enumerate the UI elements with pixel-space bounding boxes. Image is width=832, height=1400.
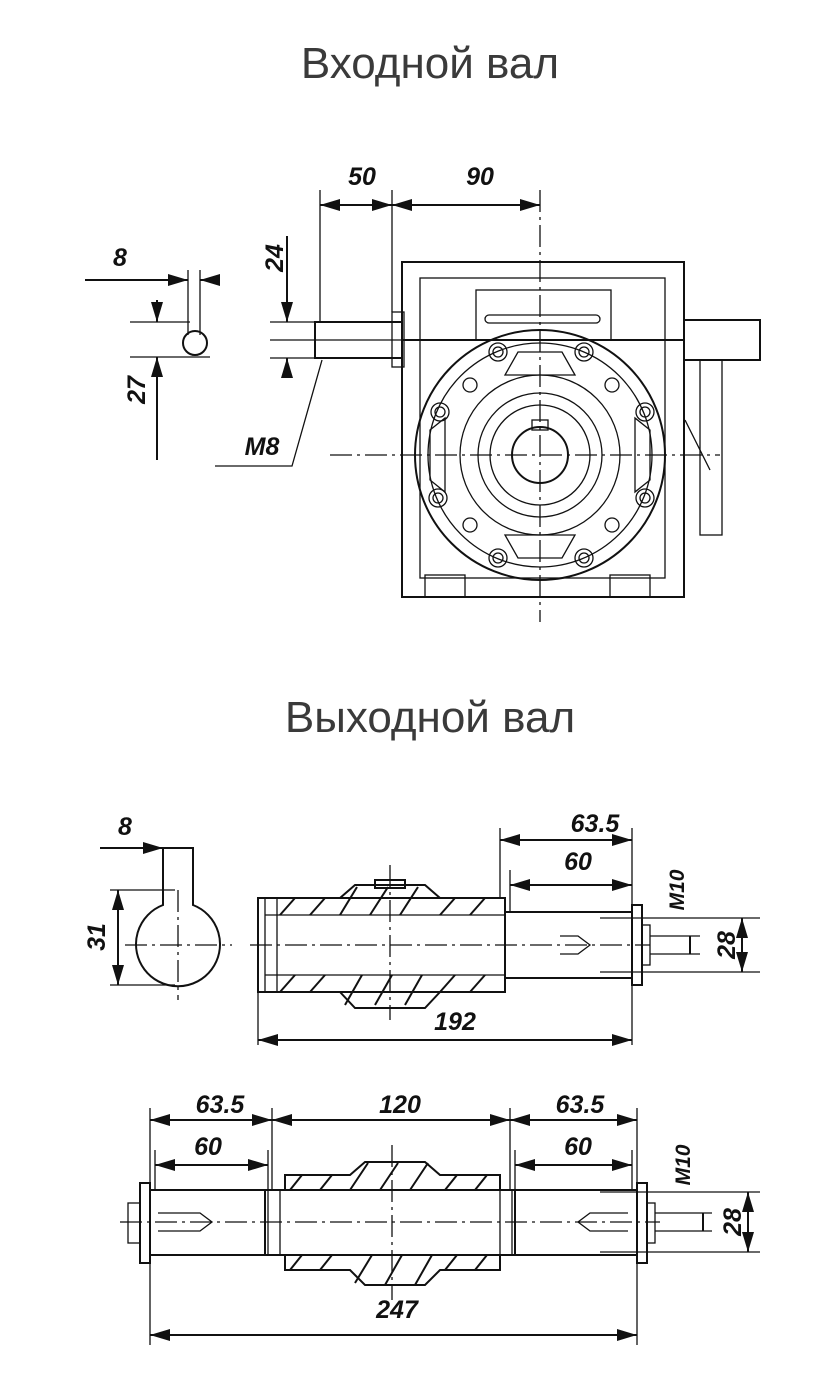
thread-m8: M8 [245,433,280,461]
output-double-dimensions: 63.5 120 63.5 60 60 M10 28 247 [149,1091,760,1345]
output-shaft-title: Выходной вал [285,693,575,742]
dim-60-right: 60 [564,1133,592,1161]
dim-28-double: 28 [719,1208,747,1237]
dim-28-single: 28 [713,931,741,960]
dim-247: 247 [375,1296,419,1324]
dim-60-left: 60 [194,1133,222,1161]
dim-50: 50 [348,163,376,191]
dim-8-output: 8 [118,813,132,841]
gearbox-front-view [270,190,761,622]
output-single-dimensions: 63.5 60 M10 28 192 [257,810,760,1046]
input-dimensions: 50 90 24 8 27 M8 [85,163,540,467]
input-shaft-title: Входной вал [301,39,559,88]
output-shaft-double [120,1145,660,1300]
dim-120: 120 [379,1091,421,1119]
dim-192: 192 [434,1008,476,1036]
flange-bolts [428,342,655,568]
dim-31: 31 [83,923,111,951]
dim-24: 24 [261,244,289,273]
thread-m10-double: M10 [672,1144,695,1185]
dim-27: 27 [123,375,151,405]
thread-m10-single: M10 [666,869,689,910]
dim-63-5-single: 63.5 [571,810,621,838]
dim-63-5-left: 63.5 [196,1091,246,1119]
dim-63-5-right: 63.5 [556,1091,606,1119]
input-key-section [182,330,208,356]
dim-8-input: 8 [113,244,127,272]
dim-90: 90 [466,163,494,191]
output-key-section: 8 31 [83,813,232,1000]
dim-60-single: 60 [564,848,592,876]
output-shaft-single [250,865,651,1020]
